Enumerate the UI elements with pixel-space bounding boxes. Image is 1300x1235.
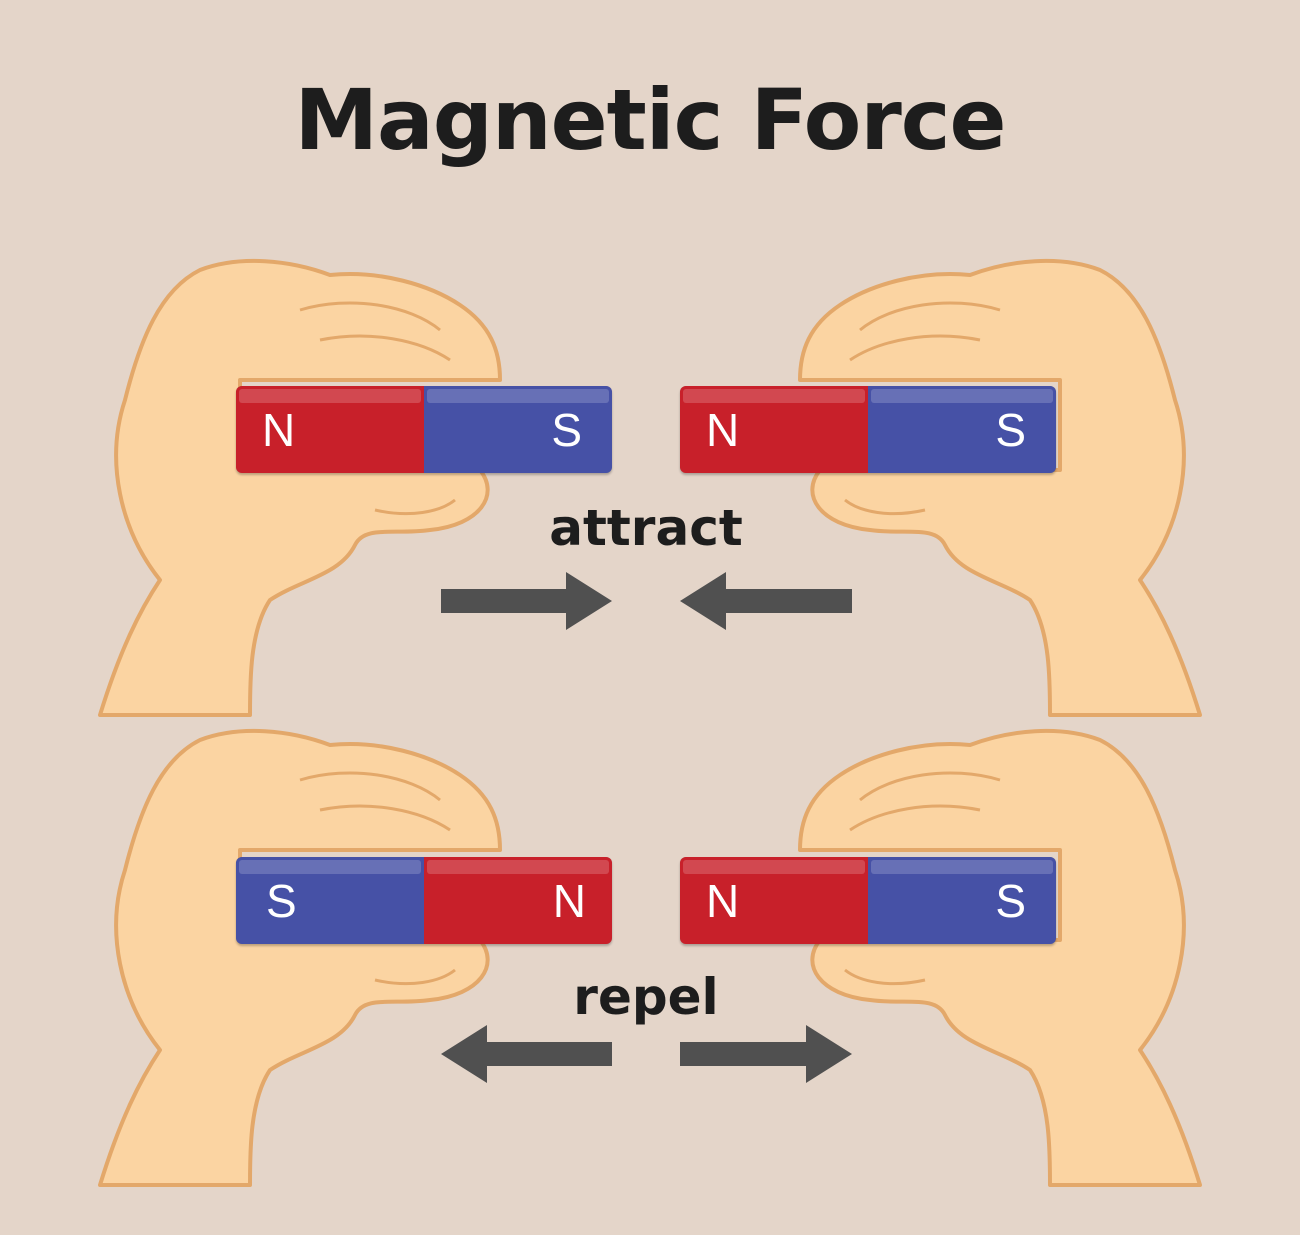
pole: S — [868, 386, 1056, 473]
pole-label: N — [262, 403, 296, 456]
arrow-left-icon — [680, 572, 852, 630]
hand-bottom-left — [98, 728, 502, 1187]
pole-label: S — [995, 403, 1026, 456]
pole-label: N — [706, 874, 740, 927]
arrow-right-icon — [441, 572, 612, 630]
hand-bottom-right — [798, 728, 1202, 1187]
caption-repel: repel — [573, 968, 719, 1026]
pole-label: N — [706, 403, 740, 456]
pole: S — [236, 857, 424, 944]
pole: S — [868, 857, 1056, 944]
arrow-right-icon — [680, 1025, 852, 1083]
pole: N — [236, 386, 424, 473]
pole-label: S — [551, 403, 582, 456]
magnet-bottom-right: N S — [680, 857, 1056, 944]
pole: N — [680, 857, 868, 944]
caption-attract: attract — [549, 499, 743, 557]
magnet-bottom-left: S N — [236, 857, 612, 944]
pole-label: S — [266, 874, 297, 927]
arrows-layer — [441, 572, 852, 1083]
magnet-top-right: N S — [680, 386, 1056, 473]
page-title: Magnetic Force — [294, 71, 1006, 169]
magnet-top-left: N S — [236, 386, 612, 473]
pole-label: S — [995, 874, 1026, 927]
pole-label: N — [552, 874, 586, 927]
arrow-left-icon — [441, 1025, 612, 1083]
pole: N — [424, 857, 612, 944]
hand-top-left — [98, 258, 502, 717]
pole: N — [680, 386, 868, 473]
hand-top-right — [798, 258, 1202, 717]
pole: S — [424, 386, 612, 473]
